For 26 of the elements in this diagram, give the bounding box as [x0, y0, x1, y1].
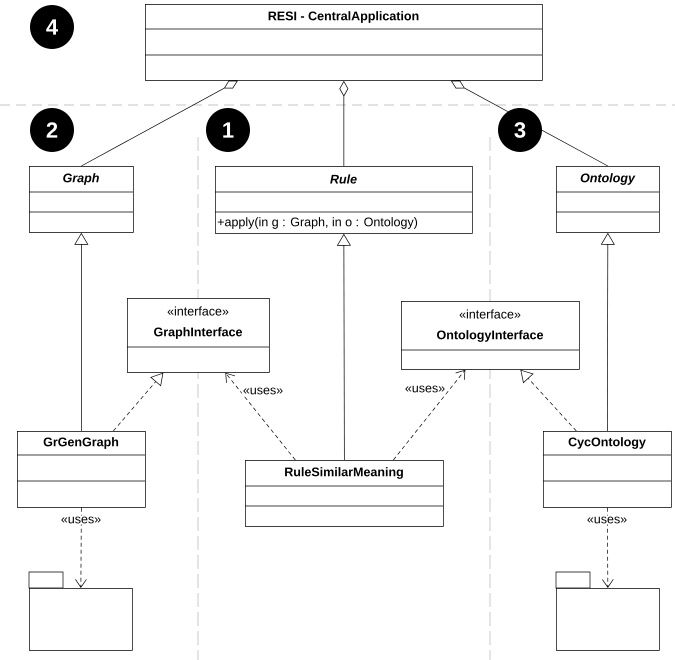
connector [75, 507, 87, 588]
class-box: Ontology [556, 166, 660, 233]
connector [113, 372, 164, 432]
edge-label: «uses» [242, 386, 284, 396]
class-box: Rule +apply(in g : Graph, in o : Ontology) [214, 166, 473, 234]
connector [225, 372, 296, 460]
class-box: CycOntology [542, 430, 672, 508]
callout-number: 3 [498, 108, 542, 152]
class-box: RuleSimilarMeaning [244, 460, 444, 527]
edge-label: «uses» [60, 516, 102, 524]
callout-number: 1 [206, 108, 250, 152]
class-box: «interface» OntologyInterface [400, 301, 580, 370]
connector [602, 507, 614, 588]
class-box: RESI - CentralApplication [144, 4, 543, 81]
package-folder [28, 572, 133, 651]
class-box: «interface» GraphInterface [126, 298, 270, 373]
connector [393, 370, 466, 460]
callout-number: 2 [30, 108, 74, 152]
connector [81, 80, 238, 166]
class-box: Graph [28, 166, 134, 233]
connector [520, 370, 577, 432]
package-folder [556, 572, 660, 651]
edge-label: «uses» [586, 516, 628, 524]
edge-label: «uses» [404, 384, 446, 394]
callout-number: 4 [30, 5, 74, 49]
class-box: GrGenGraph [16, 430, 146, 508]
